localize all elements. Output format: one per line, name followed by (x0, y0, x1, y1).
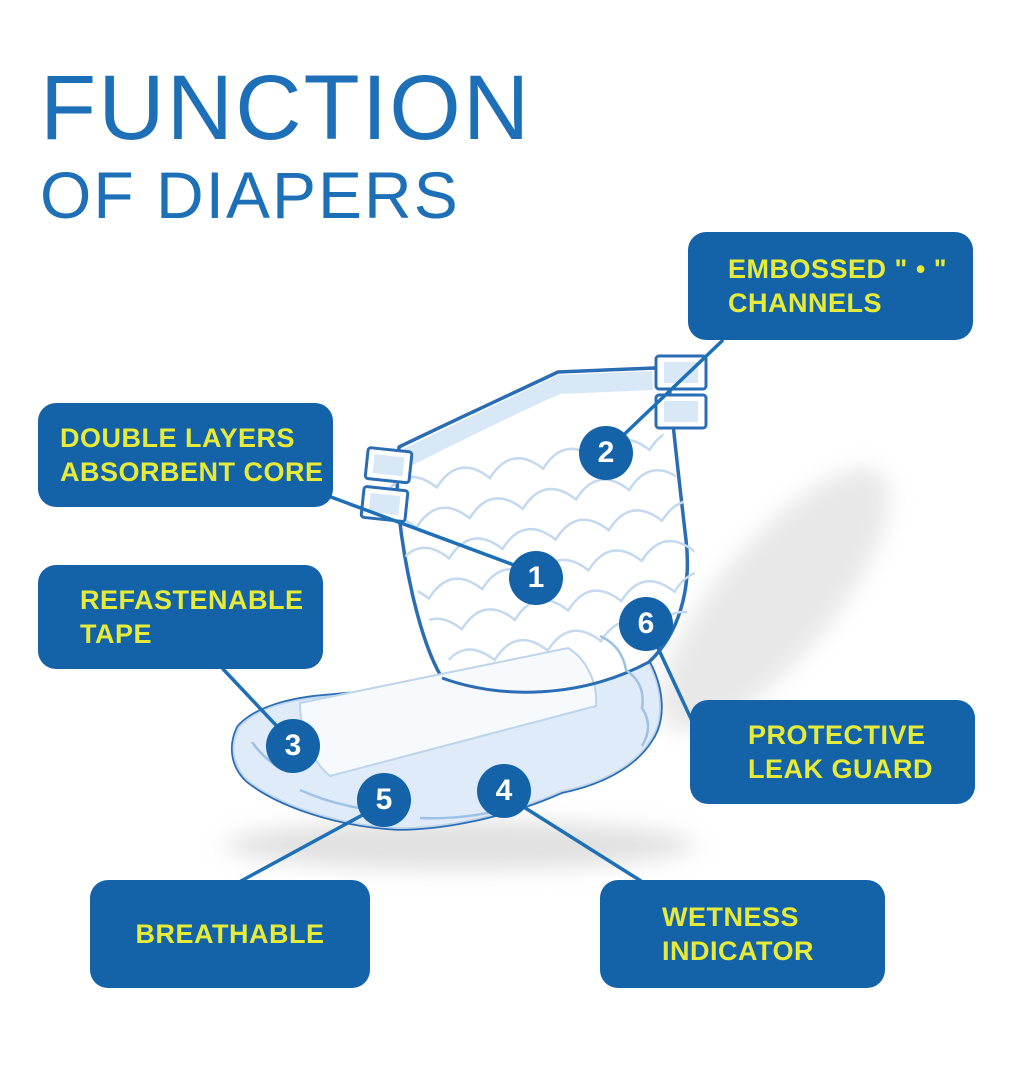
tape-tab-inner (368, 492, 401, 516)
scallop-row (374, 530, 716, 609)
leak-guard-ruffle (599, 634, 650, 747)
callout-label: EMBOSSED " • " (728, 254, 948, 284)
page-title: FUNCTION OF DIAPERS (40, 57, 532, 232)
callout-label: WETNESS (662, 902, 800, 932)
title-line-2: OF DIAPERS (40, 157, 460, 232)
tape-tab-inner (664, 401, 698, 422)
waistband-strip (401, 371, 653, 468)
callout-label: ABSORBENT CORE (60, 457, 324, 487)
tape-tabs-right (654, 354, 708, 430)
connector-lines (221, 339, 724, 883)
callout-label: REFASTENABLE (80, 585, 304, 615)
callout-wetness-indicator: WETNESS INDICATOR (600, 880, 885, 988)
callout-refastenable-tape: REFASTENABLE TAPE (38, 565, 323, 669)
callout-label: TAPE (80, 619, 153, 649)
callout-label: CHANNELS (728, 288, 883, 318)
tape-tab-inner (372, 454, 405, 477)
shadow-ellipse-right (660, 468, 890, 732)
scallop-row (395, 499, 716, 569)
callout-embossed-channels: EMBOSSED " • " CHANNELS (688, 232, 973, 340)
marker-4: 4 (477, 764, 531, 818)
callout-double-layers-absorbent-core: DOUBLE LAYERS ABSORBENT CORE (38, 403, 333, 507)
callout-label: BREATHABLE (135, 919, 325, 949)
marker-5: 5 (357, 773, 411, 827)
callout-label: INDICATOR (662, 936, 814, 966)
callout-protective-leak-guard: PROTECTIVE LEAK GUARD (690, 700, 975, 804)
connector-breathable (239, 804, 381, 883)
shadow (225, 468, 890, 870)
scallop-row (407, 570, 716, 640)
marker-1: 1 (509, 551, 563, 605)
scallop-row (382, 428, 704, 498)
callout-label: PROTECTIVE (748, 720, 926, 750)
connector-embossed (610, 339, 724, 448)
crotch-fold-line (441, 660, 650, 694)
callout-label: DOUBLE LAYERS (60, 423, 296, 453)
connector-wetness (509, 797, 643, 883)
callout-label: LEAK GUARD (748, 754, 933, 784)
title-line-1: FUNCTION (40, 57, 532, 159)
connector-double-layers (329, 495, 532, 573)
callout-breathable: BREATHABLE (90, 880, 370, 988)
marker-2: 2 (579, 426, 633, 480)
shadow-ellipse-bottom (225, 820, 695, 870)
marker-3: 3 (266, 719, 320, 773)
marker-6: 6 (619, 597, 673, 651)
tape-tabs-left (359, 446, 414, 523)
tape-tab-inner (664, 362, 698, 383)
